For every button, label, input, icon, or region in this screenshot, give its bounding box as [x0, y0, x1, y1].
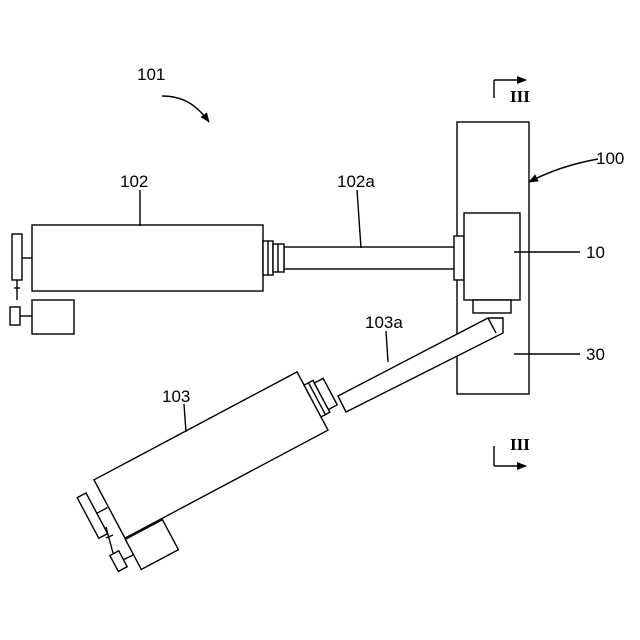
rod-102a-flange — [454, 236, 464, 280]
controller-102 — [32, 300, 74, 334]
sensor-102-small — [10, 307, 20, 325]
label-102a: 102a — [337, 172, 375, 191]
label-30: 30 — [586, 345, 605, 364]
sensor-103-small — [110, 551, 127, 572]
rod-102a — [284, 247, 456, 269]
label-101: 101 — [137, 65, 165, 84]
label-10: 10 — [586, 243, 605, 262]
cylinder-102-body — [32, 225, 263, 291]
block-10-port — [473, 300, 511, 313]
block-10 — [464, 213, 520, 313]
motor-102-plate — [12, 234, 22, 280]
section-marker-bottom: III — [494, 435, 530, 466]
label-102: 102 — [120, 172, 148, 191]
label-103a: 103a — [365, 313, 403, 332]
section-marker-top: III — [494, 80, 530, 106]
label-100: 100 — [596, 149, 624, 168]
section-label-top: III — [510, 87, 530, 106]
motor-103-plate — [77, 493, 107, 538]
cylinder-103-body — [94, 372, 328, 538]
label-103: 103 — [162, 387, 190, 406]
section-label-bottom: III — [510, 435, 530, 454]
cylinder-103-assembly — [77, 318, 503, 571]
